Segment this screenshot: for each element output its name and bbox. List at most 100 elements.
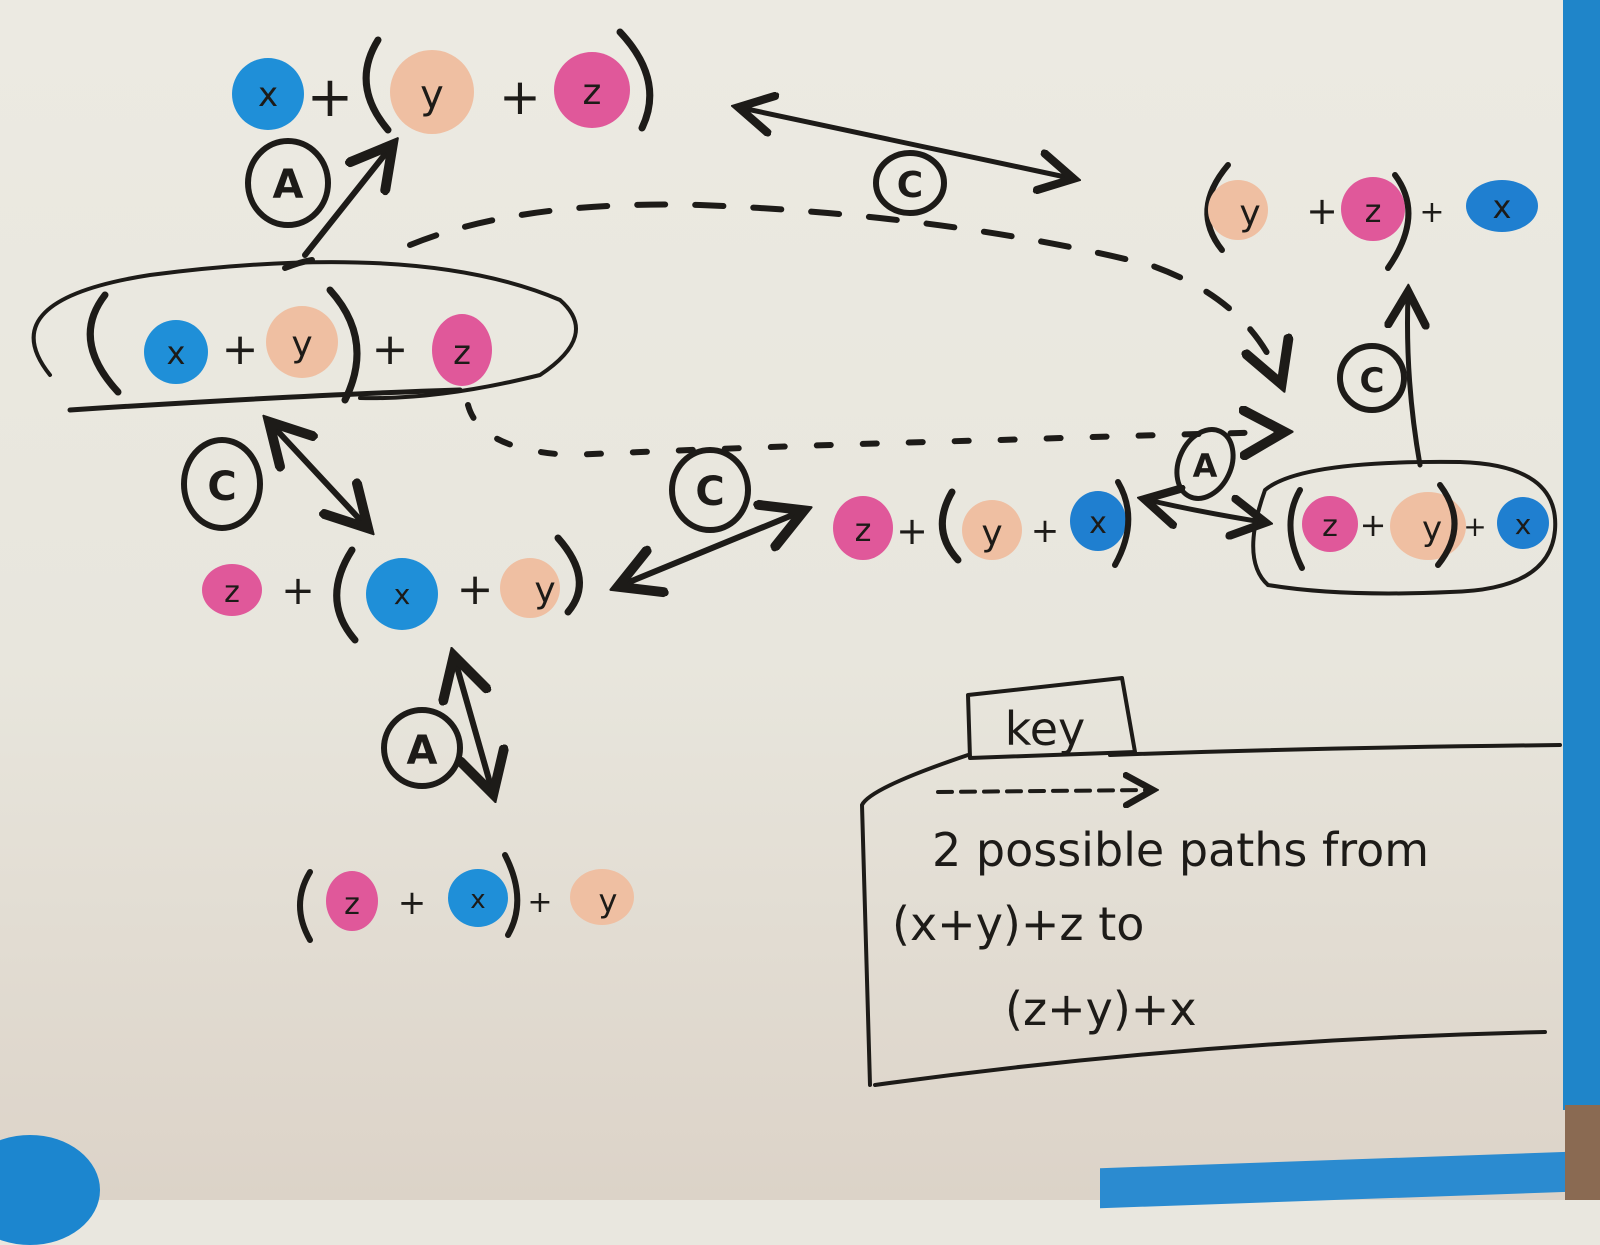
term-x-label: x <box>1515 508 1532 541</box>
term-y-label: y <box>420 72 444 118</box>
term-x-dot <box>366 558 438 630</box>
plus-sign: + <box>372 324 409 375</box>
plus-sign: + <box>222 324 259 375</box>
underline <box>67 387 463 413</box>
label-C: C <box>897 165 923 206</box>
edge-assoc-n5-n6: A <box>1148 427 1262 522</box>
key-tab <box>966 676 1137 760</box>
board-frame-right <box>1563 0 1600 1110</box>
node-x-plus-y-plus-z-right: x + y + z <box>232 28 654 134</box>
term-y-dot <box>570 869 634 925</box>
term-x-label: x <box>470 885 485 915</box>
close-paren <box>1435 482 1458 568</box>
label-A: A <box>273 162 304 208</box>
key-line-1: 2 possible paths from <box>932 823 1429 877</box>
arrow <box>742 108 1070 178</box>
term-z-dot <box>554 52 630 128</box>
close-paren <box>616 28 654 132</box>
term-z-label: z <box>1322 509 1338 544</box>
term-x-dot <box>1497 497 1549 549</box>
label-circle <box>381 707 463 789</box>
label-C: C <box>1360 361 1385 401</box>
plus-sign: + <box>896 509 928 553</box>
term-z-label: z <box>344 887 360 922</box>
plus-sign: + <box>499 68 541 126</box>
label-circle <box>181 437 263 531</box>
term-y-dot <box>1390 492 1466 560</box>
term-z-label: z <box>855 511 872 549</box>
term-y-dot <box>1208 180 1268 240</box>
close-paren <box>502 852 521 938</box>
term-y-label: y <box>534 570 555 611</box>
term-x-dot <box>448 869 508 927</box>
close-paren <box>554 534 583 616</box>
node-z-plus-y-plus-x: z + y + x <box>833 479 1132 568</box>
term-y-dot <box>962 500 1022 560</box>
edge-assoc-n2-n1: A <box>245 138 390 271</box>
open-paren <box>1204 162 1231 253</box>
term-z-label: z <box>1365 192 1382 230</box>
term-y-label: y <box>291 324 312 365</box>
board-corner <box>1565 1105 1600 1200</box>
edge-comm-n6-n3: C <box>1337 295 1420 468</box>
node-goal-z-plus-y-plus-x: z + y + x <box>1251 459 1558 596</box>
edge-assoc-n4-n7: A <box>381 660 492 790</box>
plus-sign: + <box>1306 189 1338 233</box>
term-z-dot <box>833 496 893 560</box>
plus-sign: + <box>398 883 427 923</box>
plus-sign: + <box>527 885 552 920</box>
open-paren <box>333 546 359 644</box>
term-x-dot <box>232 58 304 130</box>
label-circle <box>669 447 751 533</box>
term-x-label: x <box>258 75 278 115</box>
diagram-canvas: x + y + z A x + y + <box>31 28 1562 1087</box>
key-line-3: (z+y)+x <box>1005 982 1197 1036</box>
label-circle <box>1174 427 1236 501</box>
term-z-dot <box>432 314 492 386</box>
plus-sign: + <box>457 564 494 615</box>
open-paren <box>362 36 392 134</box>
term-x-label: x <box>394 578 411 611</box>
term-z-dot <box>326 871 378 931</box>
close-paren <box>326 286 361 404</box>
key-title: key <box>1005 702 1086 756</box>
term-x-dot <box>1070 491 1126 551</box>
term-x-label: x <box>1493 188 1512 226</box>
close-paren <box>1385 172 1412 271</box>
highlight-outline <box>1251 459 1558 596</box>
arrow <box>622 512 800 585</box>
plus-sign: + <box>1463 510 1486 543</box>
plus-sign: + <box>1360 506 1387 544</box>
node-y-plus-z-plus-x: y + z + x <box>1204 162 1538 271</box>
term-y-label: y <box>981 513 1002 554</box>
label-circle <box>873 150 947 216</box>
plus-sign: + <box>1419 195 1444 230</box>
term-z-dot <box>202 564 262 616</box>
open-paren <box>297 869 313 943</box>
term-y-dot <box>390 50 474 134</box>
term-z-dot <box>1302 496 1358 552</box>
label-A: A <box>1193 447 1218 485</box>
key-border-bottom <box>873 1030 1547 1087</box>
open-paren <box>86 291 122 396</box>
term-z-label: z <box>224 575 240 610</box>
edge-comm-n4-n5: C <box>622 447 800 585</box>
plus-sign: + <box>1031 511 1060 551</box>
legend-key: key 2 possible paths from (x+y)+z to (z+… <box>860 676 1562 1087</box>
label-A: A <box>407 728 438 774</box>
plus-sign: + <box>281 568 315 614</box>
term-z-label: z <box>453 333 471 373</box>
node-z-plus-x-plus-y-left: z + x + y <box>297 852 634 943</box>
edge-comm-n2-n4: C <box>181 425 365 531</box>
term-z-dot <box>1341 177 1405 241</box>
node-z-plus-x-plus-y: z + x + y <box>202 534 583 644</box>
term-x-dot <box>1466 180 1538 232</box>
edge-comm-n1-n3: C <box>742 108 1070 216</box>
label-circle <box>1337 343 1407 413</box>
plus-sign: + <box>307 65 354 130</box>
label-circle <box>245 138 331 228</box>
term-x-label: x <box>167 334 186 372</box>
arrow <box>272 425 365 525</box>
arrow <box>302 148 390 258</box>
